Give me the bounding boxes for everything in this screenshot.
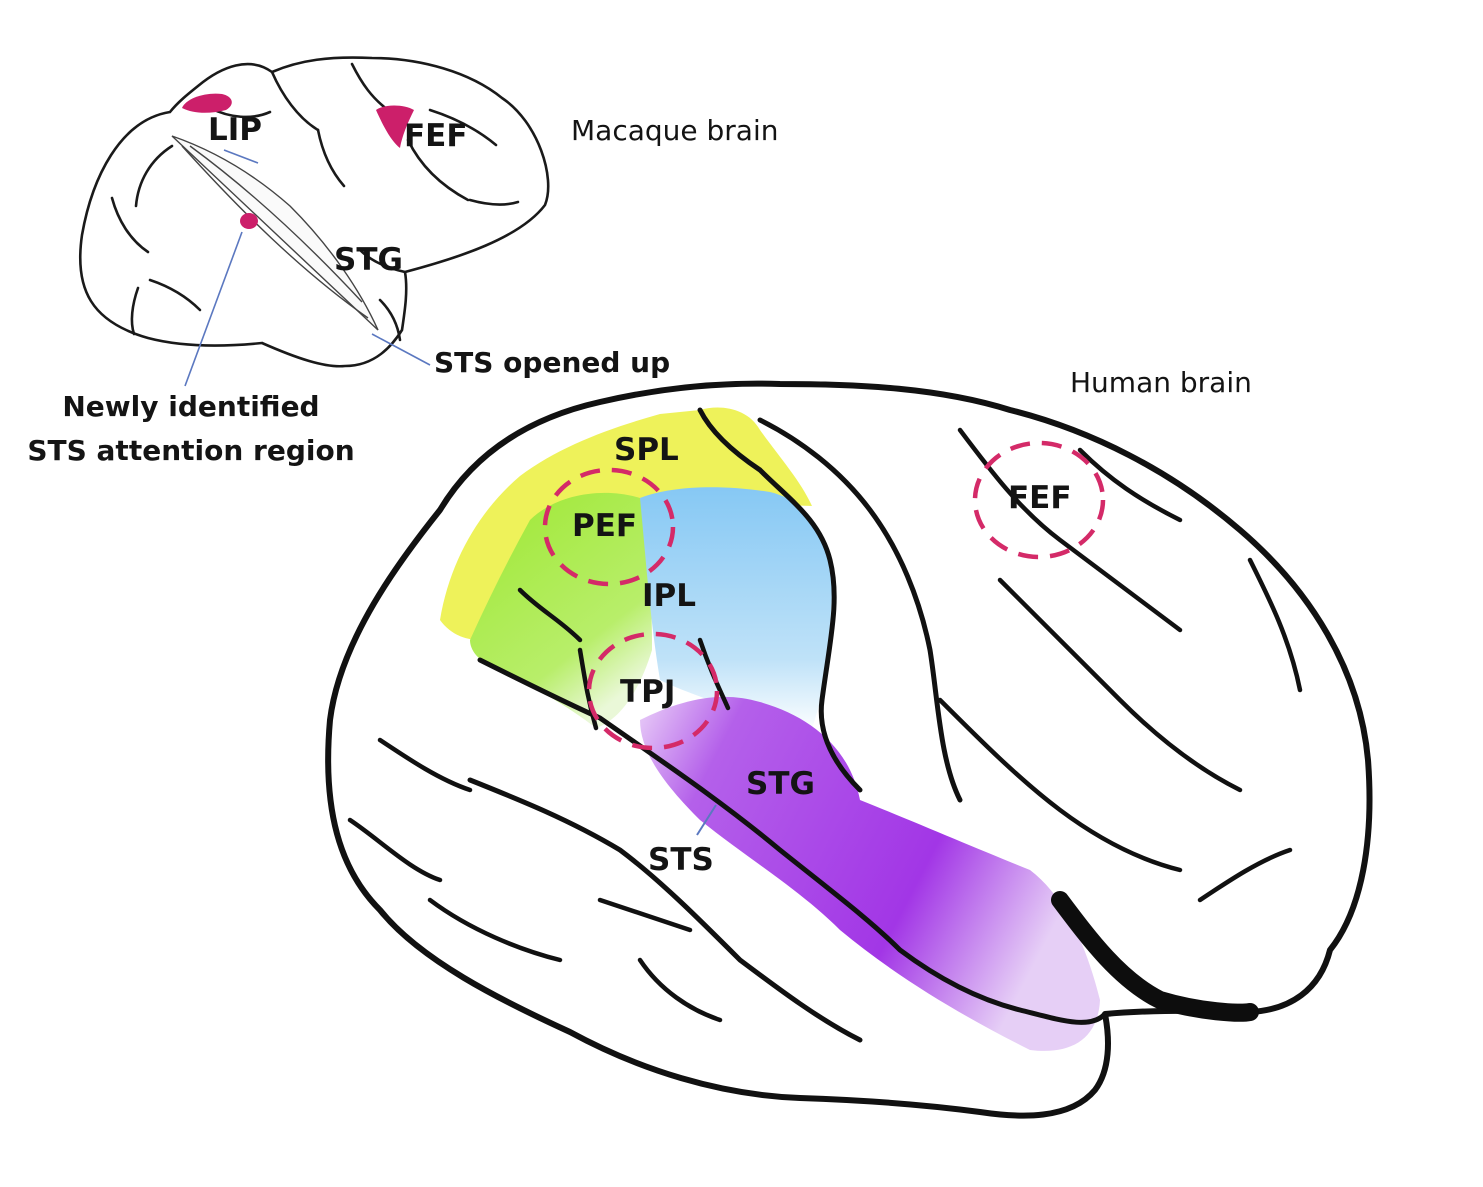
human-frontal-sulcus	[997, 577, 1243, 793]
new-region-label-line1: Newly identified	[62, 390, 320, 423]
human-temporal-shading	[1051, 891, 1259, 1022]
macaque-sulcus	[148, 278, 202, 312]
human-tpj-label: TPJ	[620, 674, 676, 710]
human-central-sulcus	[697, 407, 863, 793]
human-ipl-label: IPL	[642, 578, 697, 614]
macaque-caption: Macaque brain	[571, 114, 779, 147]
human-precentral-sulcus	[757, 417, 963, 803]
macaque-sulcus	[358, 248, 407, 274]
macaque-sulcus	[110, 196, 150, 254]
human-stg-label: STG	[746, 766, 815, 802]
human-caption: Human brain	[1070, 366, 1252, 399]
human-frontal-sulcus	[1197, 847, 1293, 903]
macaque-sulcus	[468, 198, 520, 206]
region-pef-green	[470, 492, 652, 728]
human-sts-sulcus	[467, 777, 863, 1043]
region-stg-purple	[640, 696, 1100, 1051]
human-frontal-sulcus	[937, 697, 1183, 873]
human-brain-outline	[325, 380, 1373, 1119]
macaque-sulcus	[270, 70, 320, 132]
macaque-sulcus	[130, 286, 140, 336]
new-region-label-line2: STS attention region	[27, 434, 355, 467]
human-parietal-sulcus	[517, 587, 583, 643]
macaque-sulcus	[378, 298, 402, 342]
tpj-highlight-circle	[586, 631, 720, 751]
human-pef-label: PEF	[572, 508, 638, 544]
macaque-sts-opened	[171, 135, 379, 331]
human-parietal-sulcus	[577, 647, 599, 731]
fef-highlight-circle	[972, 440, 1106, 560]
human-fef-label: FEF	[1008, 480, 1072, 516]
pef-highlight-circle	[542, 467, 676, 587]
human-occipital-sulcus	[347, 817, 443, 883]
macaque-brain-drawing	[78, 56, 550, 368]
human-occipital-sulcus	[377, 737, 473, 793]
human-brain-drawing	[325, 380, 1373, 1119]
human-temporal-sulcus	[637, 957, 723, 1023]
macaque-fef-spot	[376, 105, 414, 148]
macaque-sts-callout: STS opened up	[434, 346, 671, 379]
region-ipl-blue	[640, 487, 832, 734]
macaque-sulcus	[428, 108, 498, 147]
macaque-sulcus	[316, 128, 346, 188]
human-spl-label: SPL	[614, 432, 679, 468]
human-temporal-sulcus	[597, 897, 693, 933]
macaque-sts-spot	[240, 213, 258, 229]
macaque-sulcus	[134, 144, 174, 208]
macaque-callout-lines	[184, 149, 431, 387]
macaque-spots	[182, 93, 414, 229]
human-occipital-sulcus	[427, 897, 563, 963]
human-colored-regions	[440, 407, 1100, 1051]
human-sts-label: STS	[648, 842, 714, 878]
human-frontal-sulcus	[1247, 557, 1303, 693]
region-spl	[440, 407, 812, 640]
human-dashed-highlights	[542, 440, 1106, 751]
macaque-sulcus	[406, 138, 470, 202]
macaque-brain-outline	[78, 56, 550, 368]
macaque-lip-spot	[182, 93, 232, 113]
macaque-sulcus	[350, 62, 390, 112]
human-callout-line	[696, 804, 717, 836]
macaque-fef-label: FEF	[404, 118, 468, 154]
macaque-stg-label: STG	[334, 242, 403, 278]
macaque-lip-label: LIP	[208, 112, 263, 148]
human-frontal-sulcus	[1077, 447, 1183, 523]
